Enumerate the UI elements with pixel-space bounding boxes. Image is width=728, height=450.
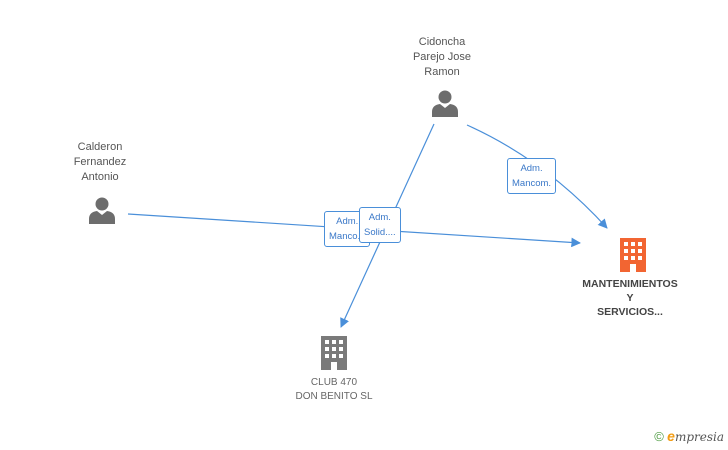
- brand-initial: e: [667, 428, 675, 444]
- company-label-club470[interactable]: CLUB 470 DON BENITO SL: [274, 376, 394, 404]
- edge-label-cidoncha-club470[interactable]: Adm. Solid....: [359, 207, 401, 243]
- edge-role-line: Adm.: [520, 163, 543, 174]
- company-name-line: MANTENIMIENTOS: [582, 278, 678, 290]
- person-name-line: Fernandez: [73, 156, 127, 168]
- company-name-line: Y: [626, 292, 634, 304]
- person-icon[interactable]: [430, 88, 460, 118]
- company-name-line: SERVICIOS...: [597, 306, 663, 318]
- empresia-logo[interactable]: © empresia: [654, 428, 724, 444]
- person-name-line: Calderon: [77, 141, 123, 153]
- edge-role-line: Mancom.: [512, 178, 552, 189]
- edge-role-line: Adm.: [368, 212, 391, 223]
- person-name-line: Ramon: [424, 66, 460, 78]
- edge-role-line: Solid....: [364, 227, 396, 238]
- edge-role-line: Manco...: [329, 231, 366, 242]
- edge-role-line: Adm.: [336, 216, 359, 227]
- brand-name: mpresia: [674, 430, 724, 444]
- copyright-icon: ©: [654, 429, 664, 444]
- person-name-line: Cidoncha: [418, 36, 466, 48]
- person-icon[interactable]: [87, 195, 117, 225]
- company-name-line: DON BENITO SL: [295, 391, 373, 402]
- person-name-line: Parejo Jose: [412, 51, 472, 63]
- person-name-line: Antonio: [81, 171, 119, 183]
- company-name-line: CLUB 470: [310, 377, 358, 388]
- company-label-mantenimientos[interactable]: MANTENIMIENTOS Y SERVICIOS...: [570, 277, 690, 319]
- building-icon[interactable]: [318, 335, 350, 371]
- person-label-cidoncha[interactable]: Cidoncha Parejo Jose Ramon: [392, 35, 492, 80]
- person-label-calderon[interactable]: Calderon Fernandez Antonio: [50, 140, 150, 185]
- edge-label-cidoncha-mantenimientos[interactable]: Adm. Mancom.: [507, 158, 557, 194]
- building-icon[interactable]: [617, 237, 649, 273]
